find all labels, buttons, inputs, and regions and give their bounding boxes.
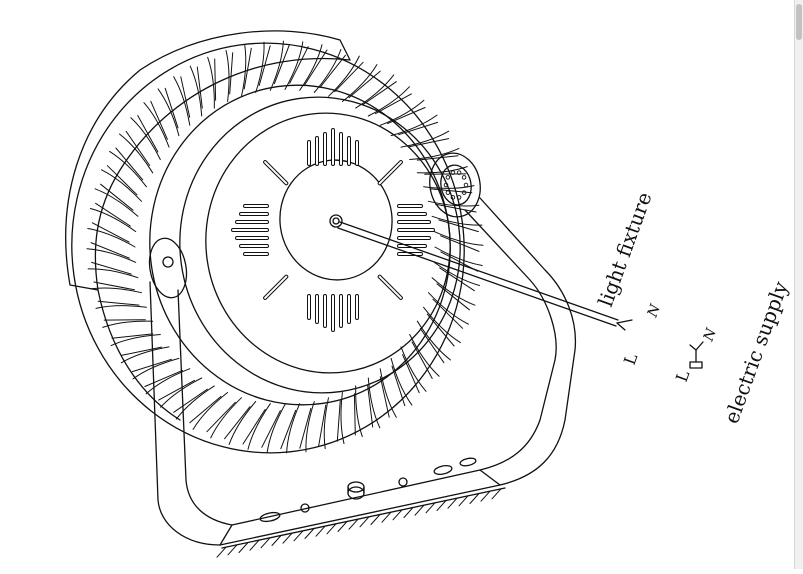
bracket-hole-2 — [399, 478, 407, 486]
fixture-wire-l — [617, 323, 625, 330]
center-connector-inner — [333, 218, 339, 224]
cooling-fin — [401, 131, 449, 147]
cooling-fin — [120, 134, 153, 173]
cooling-fin-edge — [290, 47, 309, 84]
center-connector — [330, 215, 342, 227]
vent-slot-fill — [380, 162, 401, 183]
cooling-fin — [102, 170, 142, 202]
cooling-fin-edge — [174, 389, 208, 412]
cooling-fin — [324, 398, 328, 449]
cooling-fin — [211, 398, 242, 438]
cooling-fin — [103, 321, 153, 327]
cooling-fin — [300, 45, 322, 91]
cooling-fin — [434, 262, 479, 285]
cooling-fin — [306, 402, 314, 452]
vent-slot-fill — [380, 277, 401, 298]
plug-icon — [690, 342, 703, 368]
cooling-fin-edge — [380, 377, 389, 418]
cooling-fin-edge — [159, 380, 195, 400]
cooling-fin — [242, 45, 246, 96]
cooling-fin — [110, 151, 147, 186]
cooling-fin-edge — [92, 223, 129, 242]
vent-slot-fill — [265, 162, 286, 183]
scrollbar-thumb[interactable] — [796, 4, 802, 40]
bracket-inner-edge — [220, 470, 500, 545]
pivot-hole — [446, 176, 450, 180]
cooling-fin-edge — [354, 394, 355, 435]
ground-hatch-line — [217, 547, 226, 557]
light-fixture-label: light fixture — [593, 189, 657, 310]
cooling-fin — [226, 50, 229, 101]
fixture-l-label: L — [620, 351, 642, 368]
pivot-hole — [462, 176, 466, 180]
cooling-fin — [417, 167, 467, 173]
cooling-fin-edge — [91, 243, 129, 259]
cooling-fin — [341, 393, 344, 444]
cooling-fin — [146, 369, 190, 394]
cooling-fin-edge — [132, 359, 171, 371]
power-cable — [340, 222, 618, 320]
bracket-slot-right-2 — [459, 457, 476, 467]
cooling-fin-edge — [274, 45, 289, 83]
pivot-hole — [446, 191, 450, 195]
left-pivot-bolt — [163, 257, 173, 267]
cooling-fin-edge — [363, 82, 397, 105]
cooling-fin-edge — [145, 370, 183, 386]
cooling-fin — [208, 57, 215, 108]
cooling-fin-edge — [388, 108, 426, 124]
cooling-fin-edge — [215, 59, 216, 100]
vertical-scrollbar[interactable] — [794, 0, 803, 569]
cooling-fin — [133, 358, 179, 379]
cooling-fin-edge — [230, 53, 233, 94]
cooling-fin-edge — [98, 301, 139, 305]
cooling-fin-edge — [243, 410, 265, 445]
cooling-fin-edge — [281, 410, 296, 448]
cooling-fin-edge — [181, 77, 190, 118]
cooling-fin — [96, 306, 146, 309]
cooling-fin-edge — [138, 116, 158, 152]
cooling-fin — [174, 77, 190, 126]
cooling-fin — [380, 100, 424, 125]
cooling-fin-edge — [262, 411, 281, 448]
cooling-fin — [248, 404, 270, 450]
cooling-fin — [131, 118, 160, 160]
fixture-wire-n — [617, 320, 632, 323]
supply-l-label: L — [672, 368, 694, 385]
cooling-fin-edge — [92, 262, 132, 274]
cooling-fin — [342, 65, 377, 102]
center-hub — [272, 153, 400, 287]
cooling-fin — [121, 347, 169, 363]
vent-slot-fill — [265, 277, 286, 298]
pivot-hole — [464, 183, 468, 187]
cooling-fin — [356, 75, 394, 108]
bracket-slot-right-1 — [433, 464, 452, 476]
cooling-fin-edge — [337, 400, 340, 441]
mounting-bracket — [150, 198, 575, 545]
cooling-fin-edge — [403, 355, 420, 393]
cooling-fin-edge — [126, 131, 150, 165]
right-pivot-holes — [444, 171, 468, 199]
cooling-fin-edge — [300, 409, 311, 449]
cooling-fin-edge — [151, 101, 168, 139]
cooling-fin — [161, 378, 202, 407]
cooling-fin — [401, 347, 426, 392]
cooling-fin-edge — [305, 50, 327, 85]
electric-supply-label: electric supply — [719, 278, 793, 427]
fixture-n-label: N — [644, 302, 664, 321]
cooling-fin — [193, 393, 228, 430]
vent-slots — [233, 130, 433, 330]
front-bezel — [161, 79, 479, 411]
